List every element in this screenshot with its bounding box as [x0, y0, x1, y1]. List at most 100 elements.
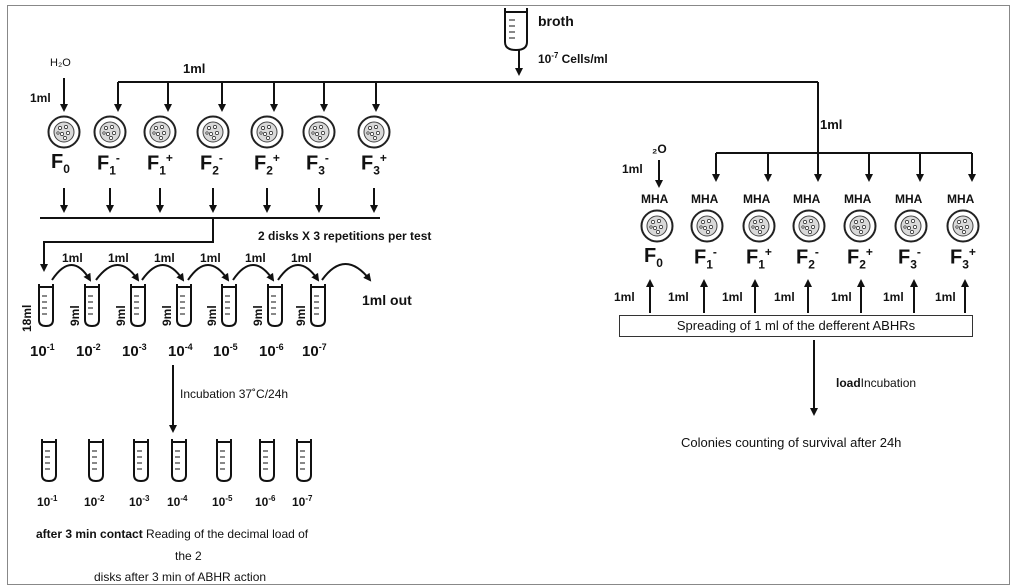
colonies-label: Colonies counting of survival after 24h — [681, 436, 901, 449]
branch-volume-label: 1ml — [183, 62, 205, 75]
plate-label: F0 — [51, 152, 70, 175]
petri-plate-icon — [843, 209, 877, 243]
test-tube-icon — [308, 282, 328, 328]
plate-label: F2+ — [254, 152, 280, 177]
test-tube-icon — [169, 437, 189, 483]
test-tube-icon — [174, 282, 194, 328]
reading-line1: after 3 min contact Reading of the decim… — [36, 528, 308, 540]
dilution-label: 10-6 — [259, 343, 284, 359]
transfer-volume-label: 1ml — [291, 252, 312, 264]
plate-label: F3- — [306, 152, 329, 177]
petri-plate-icon — [302, 115, 336, 149]
right-water-volume: 1ml — [622, 163, 643, 175]
petri-plate-icon — [792, 209, 826, 243]
dilution-label: 10-2 — [84, 495, 104, 508]
transfer-volume-label: 1ml — [245, 252, 266, 264]
dilution-label: 10-6 — [255, 495, 275, 508]
plate-label: F0 — [644, 246, 663, 269]
first-tube-volume: 18ml — [20, 305, 34, 332]
spread-volume-label: 1ml — [935, 291, 956, 303]
petri-plate-icon — [357, 115, 391, 149]
broth-concentration: 10-7 Cells/ml — [538, 52, 608, 65]
petri-plate-icon — [143, 115, 177, 149]
petri-plate-icon — [47, 115, 81, 149]
test-tube-icon — [39, 437, 59, 483]
petri-plate-icon — [946, 209, 980, 243]
reading-line3: disks after 3 min of ABHR action — [94, 571, 266, 583]
test-tube-icon — [294, 437, 314, 483]
repetition-note: 2 disks X 3 repetitions per test — [258, 230, 431, 242]
medium-label: MHA — [844, 193, 871, 205]
water-volume-label: 1ml — [30, 92, 51, 104]
medium-label: MHA — [895, 193, 922, 205]
tube-volume-label: 9ml — [68, 305, 82, 326]
broth-tube-icon — [505, 8, 527, 50]
petri-plate-icon — [196, 115, 230, 149]
dilution-label: 10-1 — [30, 343, 55, 359]
test-tube-icon — [82, 282, 102, 328]
dilution-label: 10-4 — [168, 343, 193, 359]
plate-label: F2- — [200, 152, 223, 177]
dilution-label: 10-1 — [37, 495, 57, 508]
test-tube-icon — [36, 282, 56, 328]
petri-plate-icon — [640, 209, 674, 243]
plate-label: F2+ — [847, 246, 873, 271]
transfer-volume-label: 1ml — [200, 252, 221, 264]
spread-volume-label: 1ml — [774, 291, 795, 303]
petri-plate-icon — [894, 209, 928, 243]
right-incubation-label: loadIncubation — [836, 377, 916, 389]
tube-volume-label: 9ml — [114, 305, 128, 326]
petri-plate-icon — [690, 209, 724, 243]
water-label: H₂O — [50, 58, 71, 69]
dilution-label: 10-7 — [302, 343, 327, 359]
test-tube-icon — [214, 437, 234, 483]
petri-plate-icon — [742, 209, 776, 243]
plate-label: F3- — [898, 246, 921, 271]
tube-volume-label: 9ml — [294, 305, 308, 326]
plate-label: F3+ — [361, 152, 387, 177]
dilution-label: 10-3 — [129, 495, 149, 508]
transfer-volume-label: 1ml — [108, 252, 129, 264]
dilution-label: 10-2 — [76, 343, 101, 359]
test-tube-icon — [219, 282, 239, 328]
medium-label: MHA — [743, 193, 770, 205]
dilution-label: 10-7 — [292, 495, 312, 508]
test-tube-icon — [128, 282, 148, 328]
spread-volume-label: 1ml — [831, 291, 852, 303]
broth-label: broth — [538, 14, 574, 28]
dilution-label: 10-3 — [122, 343, 147, 359]
plate-label: F1- — [97, 152, 120, 177]
medium-label: MHA — [641, 193, 668, 205]
plate-label: F3+ — [950, 246, 976, 271]
right-water-label: ₂O — [652, 143, 667, 155]
plate-label: F1+ — [147, 152, 173, 177]
incubation-label: Incubation 37˚C/24h — [180, 388, 288, 400]
spreading-box: Spreading of 1 ml of the defferent ABHRs — [619, 315, 973, 337]
reading-line2: the 2 — [175, 550, 202, 562]
right-branch-volume: 1ml — [820, 118, 842, 131]
medium-label: MHA — [947, 193, 974, 205]
transfer-volume-label: 1ml — [62, 252, 83, 264]
plate-label: F1- — [694, 246, 717, 271]
spread-volume-label: 1ml — [614, 291, 635, 303]
spread-volume-label: 1ml — [883, 291, 904, 303]
tube-volume-label: 9ml — [205, 305, 219, 326]
dilution-label: 10-5 — [213, 343, 238, 359]
out-label: 1ml out — [362, 293, 412, 307]
plate-label: F1+ — [746, 246, 772, 271]
spread-volume-label: 1ml — [722, 291, 743, 303]
petri-plate-icon — [93, 115, 127, 149]
tube-volume-label: 9ml — [251, 305, 265, 326]
transfer-volume-label: 1ml — [154, 252, 175, 264]
plate-label: F2- — [796, 246, 819, 271]
test-tube-icon — [265, 282, 285, 328]
test-tube-icon — [257, 437, 277, 483]
medium-label: MHA — [691, 193, 718, 205]
dilution-label: 10-5 — [212, 495, 232, 508]
test-tube-icon — [131, 437, 151, 483]
petri-plate-icon — [250, 115, 284, 149]
test-tube-icon — [86, 437, 106, 483]
medium-label: MHA — [793, 193, 820, 205]
